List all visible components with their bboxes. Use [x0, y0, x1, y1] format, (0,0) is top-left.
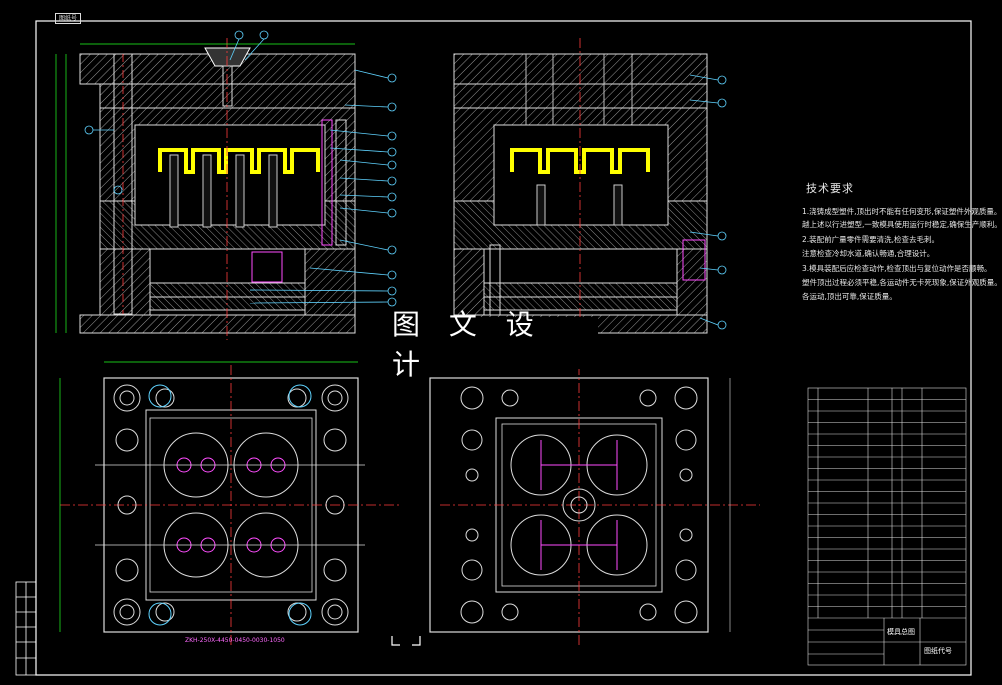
section-view-left	[55, 38, 356, 340]
title-block-label: 图纸代号	[924, 647, 952, 655]
tech-requirement-line: 越上述以行进塑型,一致模具使用运行时稳定,确保生产顺利。	[802, 220, 1002, 229]
plan-view-left	[59, 361, 400, 645]
tech-requirement-line: 注意检查冷却水道,确认畅通,合理设计。	[802, 249, 935, 258]
watermark-text: 图 文 设 计	[392, 308, 544, 381]
title-block-name: 模具总图	[887, 628, 915, 636]
view-markers	[391, 636, 421, 646]
tech-requirement-line: 各运动,顶出可靠,保证质量。	[802, 292, 897, 301]
bom-table	[807, 387, 967, 666]
tech-requirements-title: 技术要求	[806, 182, 854, 195]
bottom-code-label: ZKH-250X-4450-0450-0030-1050	[185, 637, 285, 644]
drawing-number-tag: 图纸号	[55, 13, 81, 24]
callouts-left	[84, 30, 397, 307]
tech-requirement-line: 1.浇铸成型塑件,顶出时不能有任何变形,保证塑件外观质量。	[802, 207, 1002, 216]
tech-requirement-line: 塑件顶出过程必须平稳,各运动件无卡死现象,保证外观质量。	[802, 278, 1002, 287]
plan-view-right	[429, 365, 760, 645]
section-view-right	[453, 38, 708, 340]
watermark: 图 文 设 计	[392, 308, 598, 381]
callouts-right	[689, 74, 727, 330]
bom-rows	[808, 399, 966, 607]
tech-requirement-line: 2.装配前广量零件需要清洗,检查去毛刺。	[802, 235, 940, 244]
margin-strip	[15, 581, 37, 676]
tech-requirement-line: 3.模具装配后应检查动作,检查顶出与复位动作是否顺畅。	[802, 264, 992, 273]
drawing-frame	[35, 20, 972, 676]
